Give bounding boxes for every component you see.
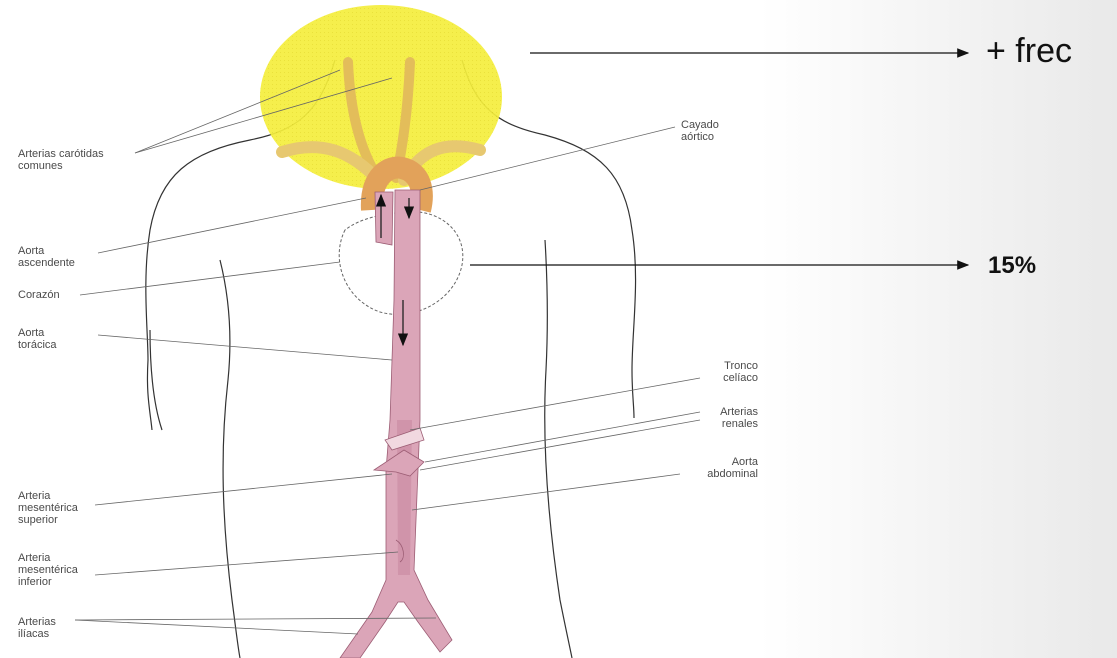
annotation-percent: 15%	[988, 252, 1036, 280]
label-cayado: Cayado aórtico	[681, 119, 719, 143]
label-aorta-abdominal: Aorta abdominal	[680, 456, 758, 480]
label-aorta-toracica: Aorta torácica	[18, 327, 57, 351]
label-arterias-renales: Arterias renales	[700, 406, 758, 430]
label-arterias-iliacas: Arterias ilíacas	[18, 616, 56, 640]
annotation-frequency: + frec	[986, 32, 1072, 71]
label-mesenterica-inferior: Arteria mesentérica inferior	[18, 552, 78, 588]
label-corazon: Corazón	[18, 289, 60, 301]
label-mesenterica-superior: Arteria mesentérica superior	[18, 490, 78, 526]
label-tronco-celiaco: Tronco celíaco	[700, 360, 758, 384]
label-carotidas: Arterias carótidas comunes	[18, 148, 104, 172]
label-aorta-ascendente: Aorta ascendente	[18, 245, 75, 269]
